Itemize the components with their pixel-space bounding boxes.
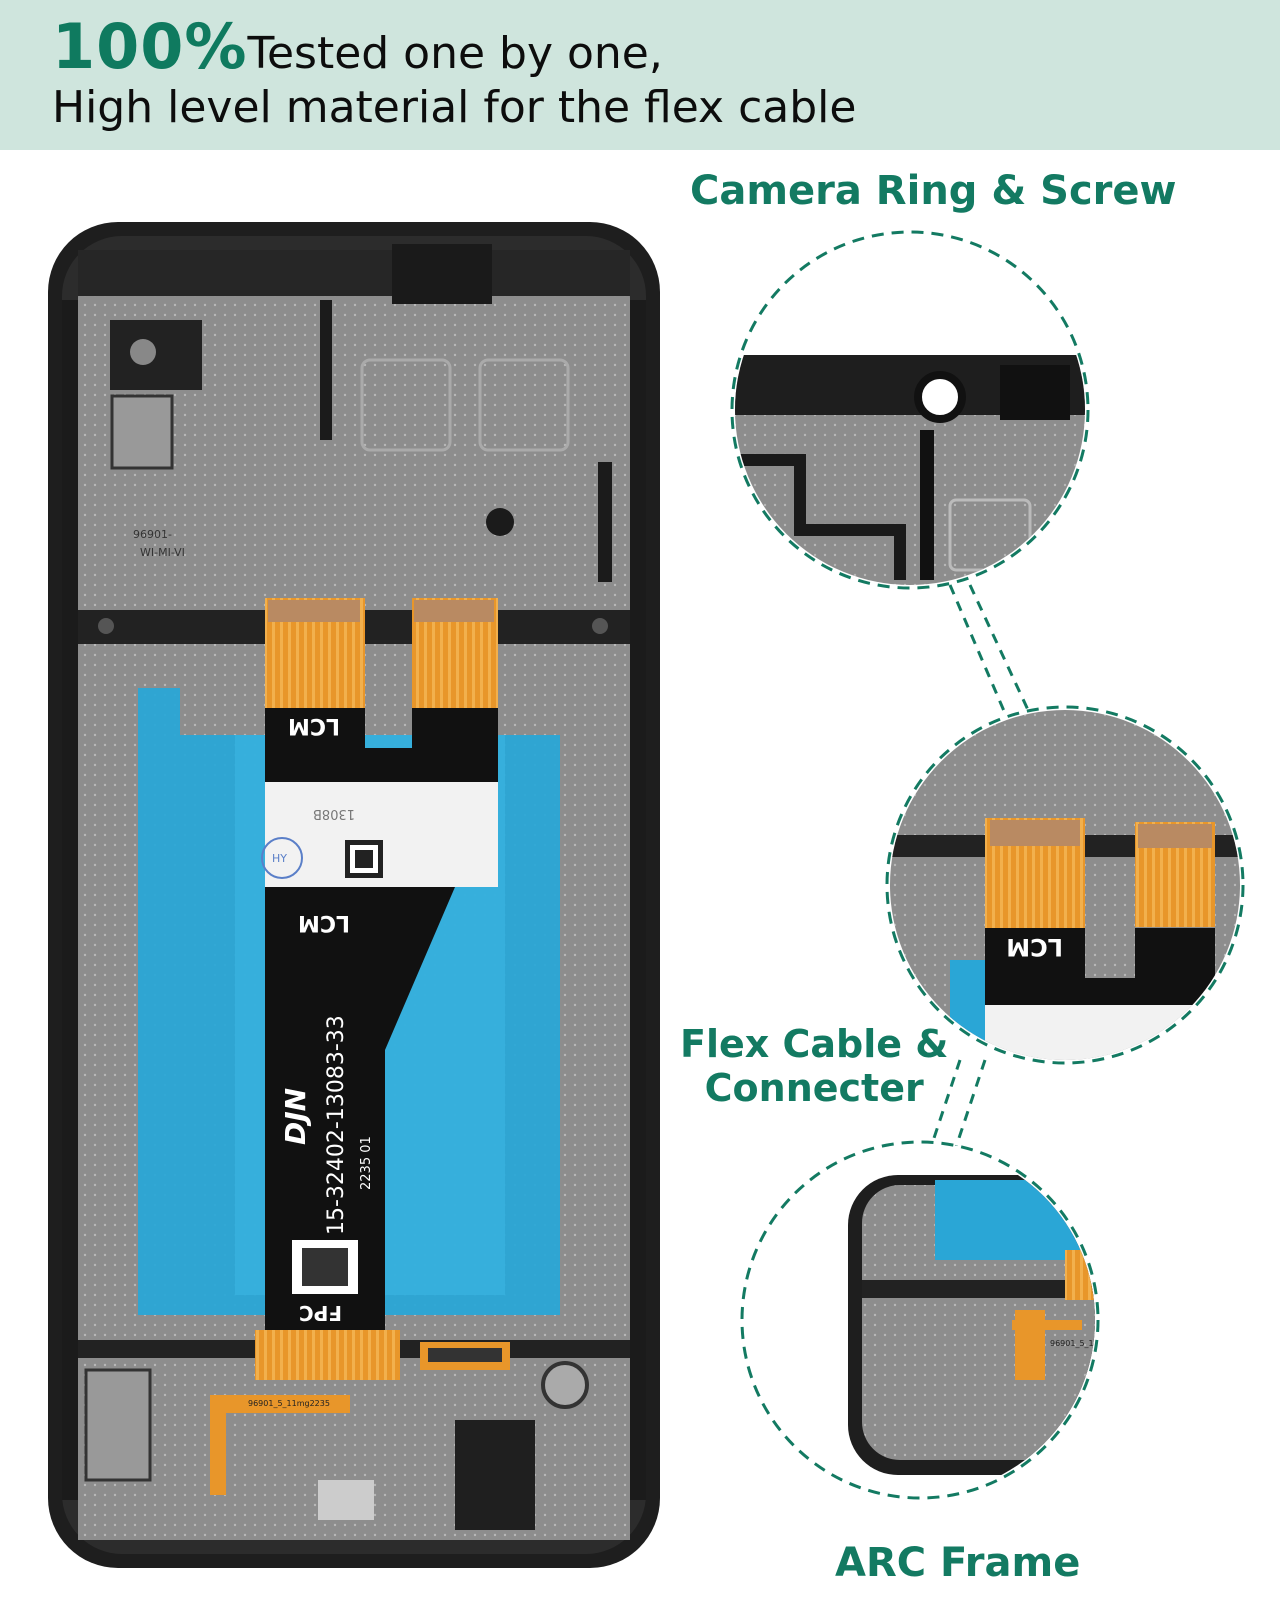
cable-label-mid: LCM (298, 910, 350, 935)
cable-fpc-label: FPC (299, 1301, 342, 1325)
zoom-arc-frame: 96901_5_11 (740, 1140, 1100, 1500)
small-board-code: 96901_5_11mg2235 (248, 1399, 330, 1408)
headline-line2: High level material for the flex cable (52, 82, 857, 133)
frame-code-2: WI-MI-VI (140, 546, 185, 559)
callout-flex-line1: Flex Cable & (680, 1022, 949, 1066)
headline: 100%Tested one by one, High level materi… (52, 16, 857, 133)
zoom-cable-label: LCM (1006, 933, 1063, 961)
callout-flex-line2: Connecter (704, 1066, 924, 1110)
cable-date-code: 2235 01 (359, 1136, 374, 1190)
cable-part-number: 15-32402-13083-33 (324, 1015, 349, 1235)
headline-line1-text: Tested one by one, (247, 28, 663, 79)
frame-code: 96901- (133, 528, 172, 541)
bottom-bracket: 96901_5_11mg2235 (78, 1340, 630, 1540)
headline-line1: 100%Tested one by one, (52, 16, 856, 83)
headline-percent: 100% (52, 10, 248, 83)
callout-camera-ring: Camera Ring & Screw (690, 168, 1177, 214)
zoom-flex-cable: LCM (885, 705, 1245, 1065)
header-banner (0, 0, 1280, 150)
zoom-camera-ring (730, 230, 1090, 590)
cable-stamp: HY (272, 852, 287, 865)
callout-arc-frame: ARC Frame (835, 1540, 1081, 1586)
cable-code: 1308B (313, 806, 355, 821)
cable-brand: DJN (279, 1088, 312, 1145)
zoom-connectors (928, 584, 1037, 1151)
cable-label-top: LCM (288, 713, 340, 738)
callout-flex-cable: Flex Cable & Connecter (680, 1022, 948, 1110)
flex-cable: HY 1308B LCM LCM DJN 15-32402-13083-33 2… (133, 528, 510, 1380)
zoom-board-code: 96901_5_11 (1050, 1339, 1099, 1348)
